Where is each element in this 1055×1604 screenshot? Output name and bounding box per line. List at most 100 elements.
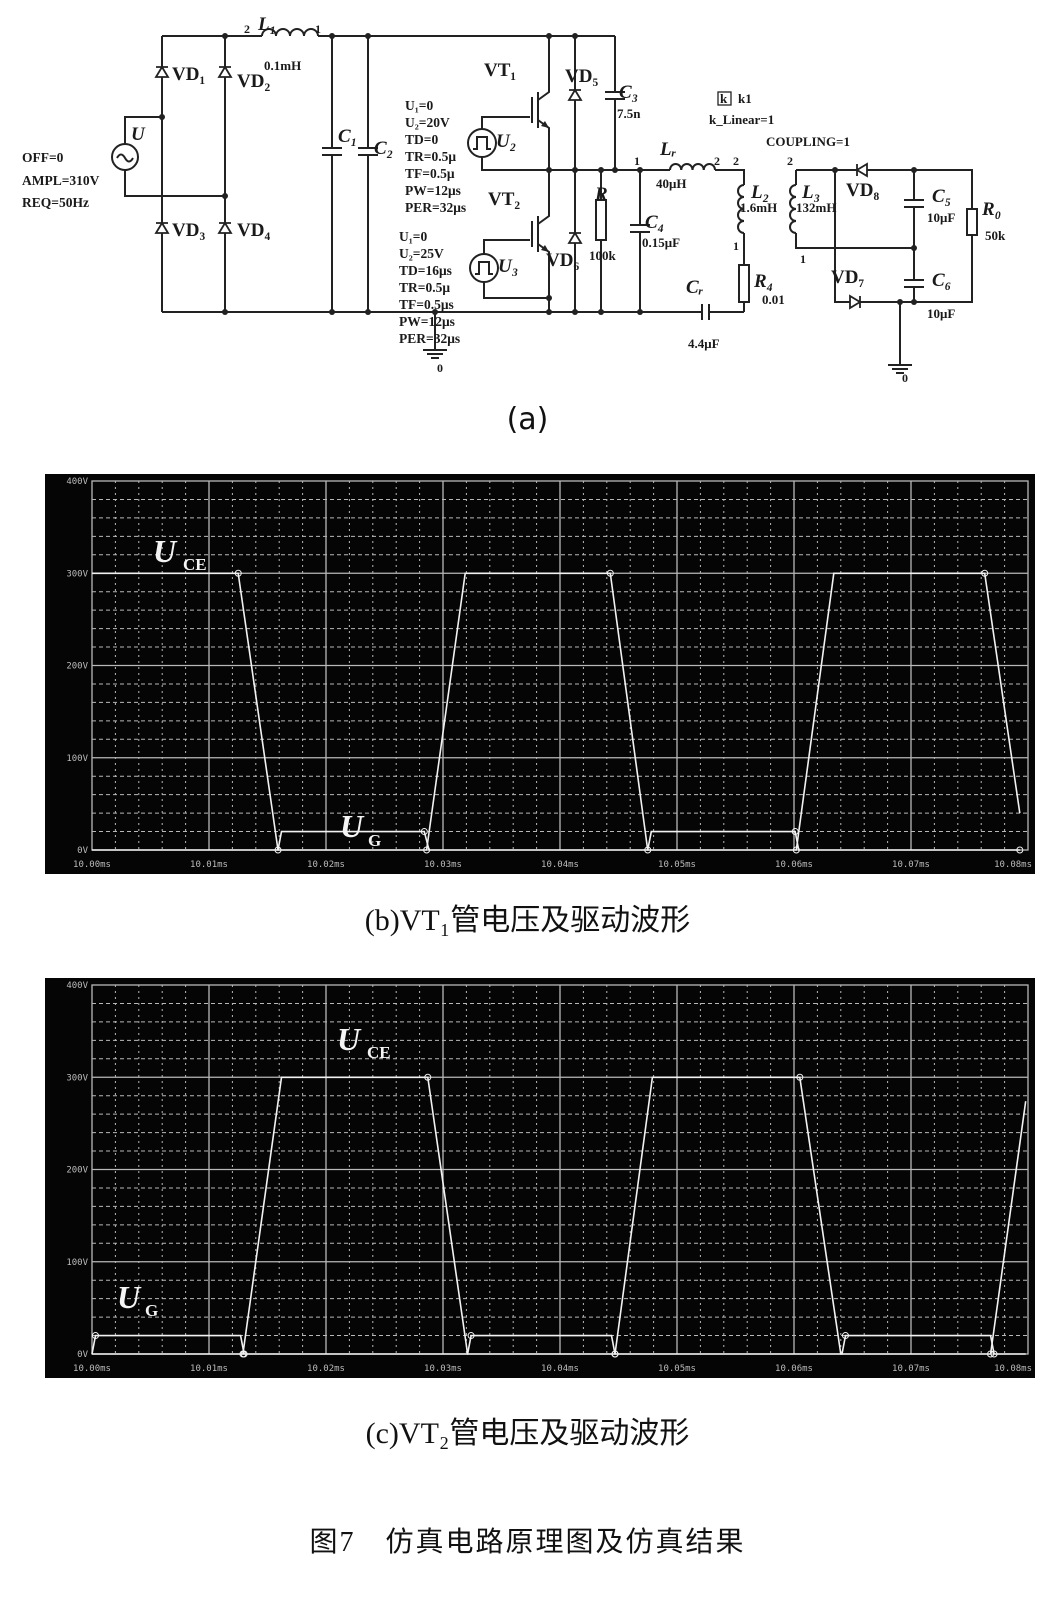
r4-value: 0.01: [762, 292, 785, 307]
c2-label: C₂: [374, 138, 393, 159]
x-tick-label: 10.08ms: [994, 860, 1032, 870]
l3-label: L₃: [801, 182, 820, 203]
figure-title: 图7 仿真电路原理图及仿真结果: [309, 1527, 746, 1558]
diodes: [154, 65, 868, 310]
cr-value: 4.4μF: [688, 336, 720, 351]
svg-text:TR=0.5μ: TR=0.5μ: [399, 280, 450, 295]
svg-text:TD=16μs: TD=16μs: [399, 263, 452, 278]
coupling-box-letter: k: [720, 91, 728, 106]
junction-dots: [159, 33, 917, 315]
source-param: AMPL=310V: [22, 173, 100, 188]
series-point-ug: [990, 1350, 998, 1358]
x-tick-label: 10.04ms: [541, 1364, 579, 1374]
x-tick-label: 10.03ms: [424, 860, 462, 870]
x-tick-label: 10.06ms: [775, 860, 813, 870]
lr-value: 40μH: [656, 176, 686, 191]
u2-params: U₁=0 U₂=20V TD=0 TR=0.5μ TF=0.5μ PW=12μs…: [405, 98, 466, 215]
x-tick-label: 10.03ms: [424, 1364, 462, 1374]
y-tick-label: 100V: [66, 1258, 88, 1268]
vd5-label: VD₅: [565, 66, 598, 87]
c5-value: 10μF: [927, 210, 955, 225]
x-tick-label: 10.08ms: [994, 1364, 1032, 1374]
svg-text:TD=0: TD=0: [405, 132, 438, 147]
r-value: 100k: [589, 248, 617, 263]
c1-label: C₁: [338, 126, 357, 147]
l2-pin: 2: [733, 154, 739, 168]
y-tick-label: 100V: [66, 754, 88, 764]
coupling-k-linear: k_Linear=1: [709, 112, 774, 127]
svg-text:PW=12μs: PW=12μs: [405, 183, 461, 198]
source-param: REQ=50Hz: [22, 195, 89, 210]
series-point-ug: [420, 828, 428, 836]
resistors: [595, 199, 978, 303]
series-point-ug: [240, 1350, 248, 1358]
series-point-uce: [234, 569, 242, 577]
ac-source-icon: [111, 143, 139, 171]
l1-pin: 1: [315, 22, 321, 36]
r4-label: R₄: [753, 271, 773, 292]
svg-text:PW=12μs: PW=12μs: [399, 314, 455, 329]
u2-label: U₂: [496, 131, 516, 152]
svg-text:PER=32μs: PER=32μs: [405, 200, 466, 215]
source-param: OFF=0: [22, 150, 64, 165]
series-label-sub-ug: G: [145, 1301, 158, 1320]
coupling-name: k1: [738, 91, 752, 106]
x-tick-label: 10.07ms: [892, 1364, 930, 1374]
source-u-label: U: [131, 124, 146, 145]
series-point-ug: [92, 1332, 100, 1340]
series-point-ug: [644, 846, 652, 854]
vd4-label: VD₄: [237, 220, 270, 241]
l2-pin: 1: [733, 239, 739, 253]
c5-label: C₅: [932, 186, 951, 207]
x-tick-label: 10.06ms: [775, 1364, 813, 1374]
y-tick-label: 300V: [66, 569, 88, 579]
series-point-ug: [611, 1350, 619, 1358]
x-tick-label: 10.00ms: [73, 860, 111, 870]
vd8-label: VD₈: [846, 180, 879, 201]
series-point-ug: [791, 828, 799, 836]
u3-params: U₁=0 U₂=25V TD=16μs TR=0.5μ TF=0.5μs PW=…: [399, 229, 460, 346]
c3-value: 7.5n: [617, 106, 641, 121]
svg-text:TF=0.5μ: TF=0.5μ: [405, 166, 455, 181]
igbt-vt1: [531, 92, 549, 128]
series-point-uce: [424, 1073, 432, 1081]
l2-value: 1.6mH: [740, 200, 777, 215]
pulse-source-u3-icon: [469, 253, 499, 283]
y-tick-label: 200V: [66, 662, 88, 672]
lr-pin: 1: [634, 154, 640, 168]
y-tick-label: 400V: [66, 477, 88, 487]
x-tick-label: 10.07ms: [892, 860, 930, 870]
ground-right-label: 0: [902, 371, 908, 385]
vd2-label: VD₂: [237, 71, 270, 92]
series-label-ug: U: [117, 1279, 142, 1315]
x-tick-label: 10.02ms: [307, 1364, 345, 1374]
lr-label: Lᵣ: [659, 139, 677, 160]
series-line-ug: [92, 830, 1020, 851]
l1-pin: 2: [244, 22, 250, 36]
x-tick-label: 10.04ms: [541, 860, 579, 870]
x-tick-label: 10.01ms: [190, 1364, 228, 1374]
vt1-label: VT₁: [484, 60, 516, 81]
coupling-value: COUPLING=1: [766, 134, 850, 149]
c3-label: C₃: [619, 82, 638, 103]
r0-label: R₀: [981, 199, 1001, 220]
svg-text:PER=32μs: PER=32μs: [399, 331, 460, 346]
vd3-label: VD₃: [172, 220, 205, 241]
l2-label: L₂: [750, 182, 769, 203]
c6-value: 10μF: [927, 306, 955, 321]
lr-pin: 2: [714, 154, 720, 168]
series-label-sub-uce: CE: [183, 555, 207, 574]
vd1-label: VD₁: [172, 64, 205, 85]
series-line-uce: [92, 572, 1021, 851]
l1-label: L₁: [257, 14, 276, 35]
x-tick-label: 10.01ms: [190, 860, 228, 870]
y-tick-label: 0V: [77, 846, 88, 856]
svg-text:U₁=0: U₁=0: [399, 229, 427, 244]
inductors: [261, 28, 797, 234]
svg-text:TF=0.5μs: TF=0.5μs: [399, 297, 454, 312]
pulse-source-u2-icon: [467, 128, 497, 158]
c6-label: C₆: [932, 270, 951, 291]
y-tick-label: 400V: [66, 981, 88, 991]
